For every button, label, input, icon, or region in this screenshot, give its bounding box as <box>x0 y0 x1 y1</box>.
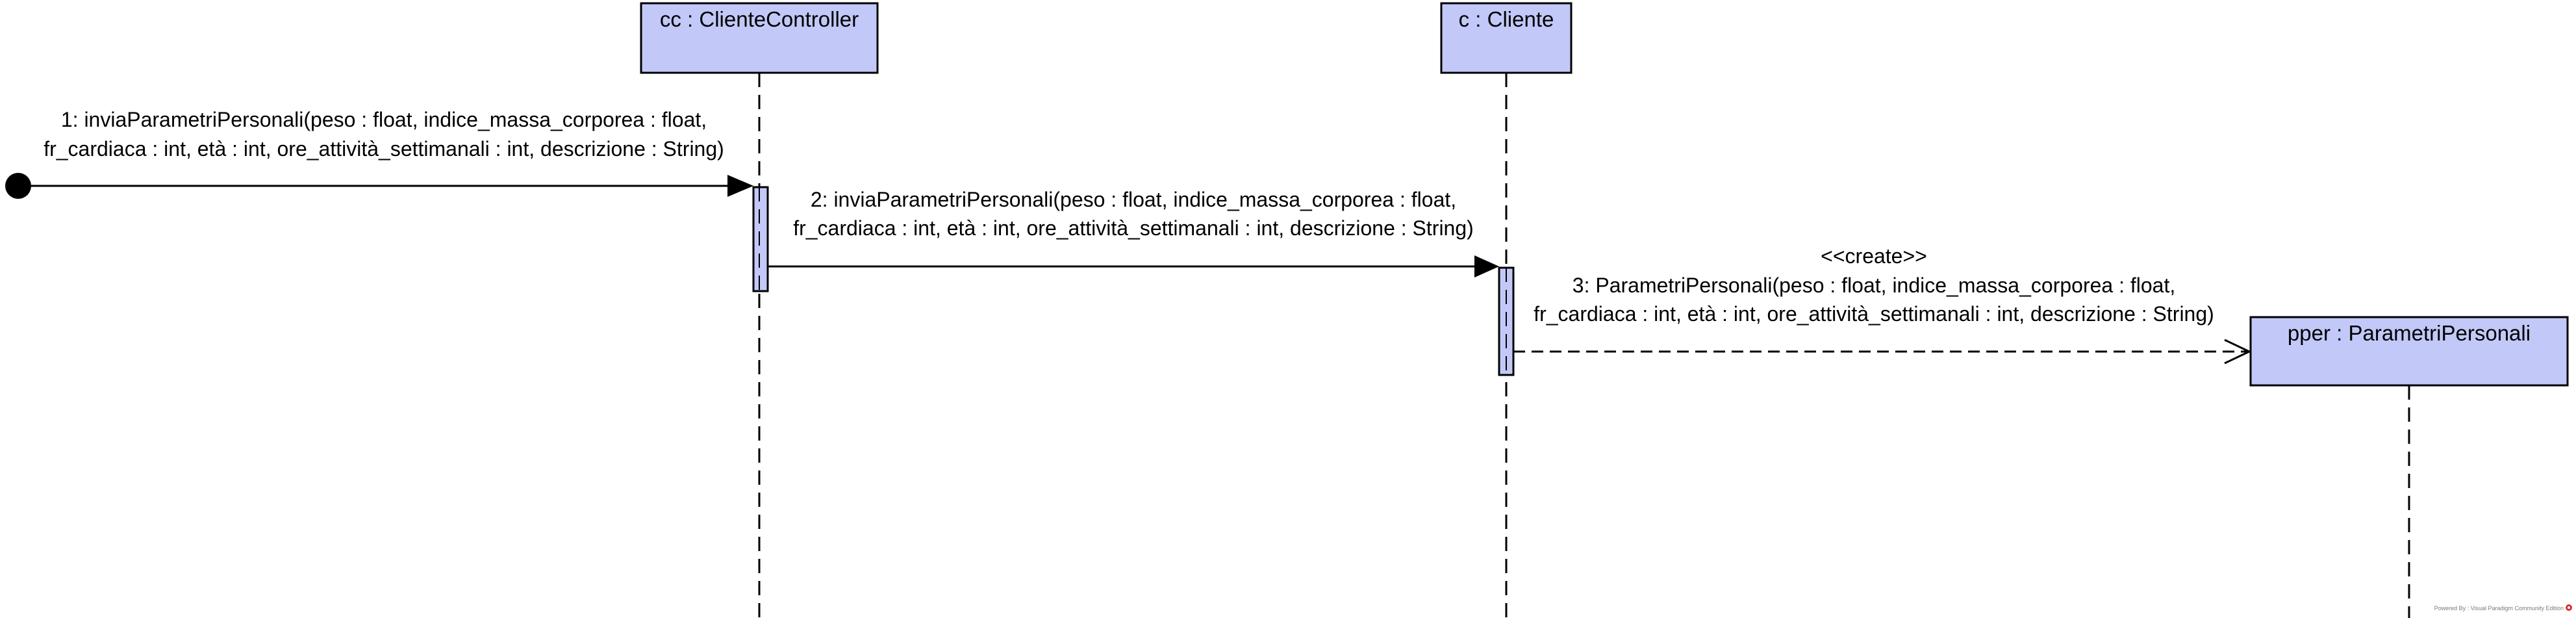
watermark: Powered By : Visual Paradigm Community E… <box>2434 604 2572 612</box>
message-3-open-arrowhead <box>2224 339 2252 365</box>
message-3-label-line-1: 3: ParametriPersonali(peso : float, indi… <box>1572 274 2175 297</box>
activation-bar-cliente[interactable] <box>1498 266 1515 376</box>
lifeline-cliente[interactable]: c : Cliente <box>1440 2 1572 618</box>
message-3-stereotype: <<create>> <box>1821 244 1927 268</box>
object-box-cliente-controller[interactable] <box>640 2 879 74</box>
object-box-cliente[interactable] <box>1440 2 1572 74</box>
object-box-parametri-personali[interactable] <box>2249 316 2569 387</box>
message-3-label-line-2: fr_cardiaca : int, età : int, ore_attivi… <box>1534 302 2214 326</box>
watermark-text: Powered By : Visual Paradigm Community E… <box>2434 605 2564 612</box>
message-2-arrowhead <box>1474 255 1499 277</box>
message-3-create[interactable]: <<create>> 3: ParametriPersonali(peso : … <box>1513 244 2252 365</box>
visual-paradigm-logo-icon <box>2566 604 2572 611</box>
message-1-arrowhead <box>727 175 753 197</box>
lifeline-parametri-personali[interactable]: pper : ParametriPersonali <box>2249 316 2569 618</box>
message-2-label-line-1: 2: inviaParametriPersonali(peso : float,… <box>811 188 1456 211</box>
object-label-parametri-personali: pper : ParametriPersonali <box>2288 321 2531 345</box>
object-label-cliente: c : Cliente <box>1459 7 1554 31</box>
object-label-cliente-controller: cc : ClienteController <box>660 7 859 31</box>
activation-bar-cliente-controller[interactable] <box>752 186 769 292</box>
message-2-label-line-2: fr_cardiaca : int, età : int, ore_attivi… <box>793 216 1474 240</box>
message-1-found[interactable]: 1: inviaParametriPersonali(peso : float,… <box>5 108 753 199</box>
activation-bar-cliente-controller-box <box>752 186 769 292</box>
lifeline-cliente-controller[interactable]: cc : ClienteController <box>640 2 879 618</box>
message-1-label-line-2: fr_cardiaca : int, età : int, ore_attivi… <box>44 137 724 161</box>
message-2-synchronous[interactable]: 2: inviaParametriPersonali(peso : float,… <box>768 188 1499 277</box>
message-1-label-line-1: 1: inviaParametriPersonali(peso : float,… <box>61 108 707 131</box>
